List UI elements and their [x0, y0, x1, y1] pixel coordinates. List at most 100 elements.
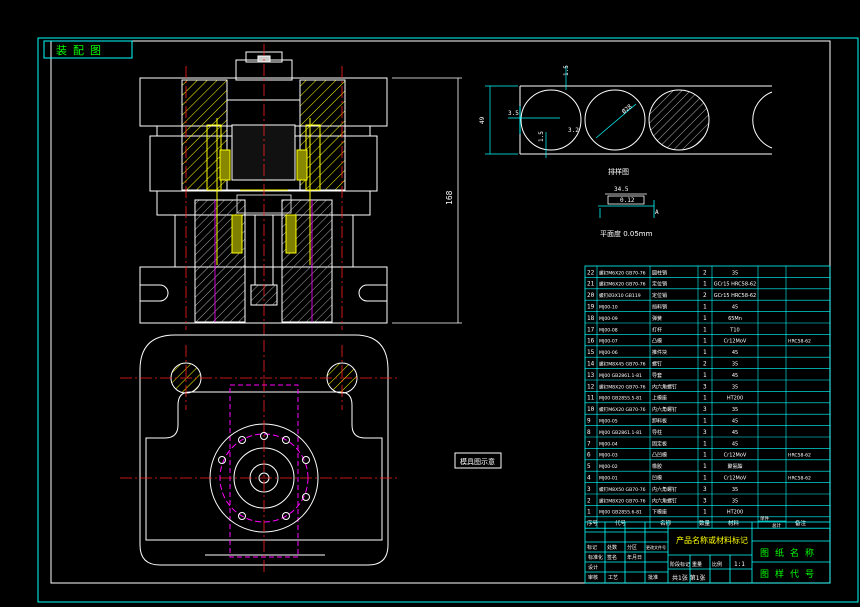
bom-cell-no: 8	[587, 429, 591, 436]
bom-cell-note: HRC58-62	[788, 339, 811, 345]
bom-cell-no: 22	[587, 269, 595, 276]
bom-cell-qty: 3	[703, 429, 707, 436]
bom-cell-name: 挡料销	[652, 304, 667, 311]
strip-dim-6: Ø28	[621, 103, 634, 116]
bom-cell-name: 推件块	[652, 349, 667, 356]
bom-header-cell: 材料	[728, 519, 740, 527]
bom-cell-qty: 3	[703, 383, 707, 390]
bom-cell-material: 45	[732, 430, 738, 436]
strip-dim-4: 1.5	[538, 131, 545, 142]
bom-header-cell: 数量	[699, 519, 711, 527]
bom-cell-no: 18	[587, 315, 595, 322]
bom-cell-code: 螺钉M6X20 GB70-76	[599, 281, 646, 288]
bom-cell-qty: 2	[703, 361, 707, 368]
bom-cell-name: 凸模	[652, 338, 662, 345]
bom-cell-code: 螺钉M8X20 GB70-76	[599, 383, 646, 390]
part-width-dim: 34.5	[614, 186, 629, 193]
bom-cell-material: 35	[732, 498, 738, 504]
title-block-sign-2: 处数	[607, 544, 617, 551]
strip-dimensions	[485, 66, 637, 158]
bom-cell-note: HRC58-62	[788, 476, 811, 482]
bom-cell-material: 35	[732, 384, 738, 390]
bom-cell-code: MJ00-05	[599, 419, 618, 425]
bom-cell-qty: 3	[703, 497, 707, 504]
bom-cell-name: 橡胶	[652, 463, 662, 470]
bom-cell-material: Cr12MoV	[724, 339, 747, 345]
bom-cell-material: GCr15 HRC58-62	[714, 282, 756, 288]
bom-cell-no: 17	[587, 326, 595, 333]
bom-cell-material: 45	[732, 373, 738, 379]
bom-cell-name: 上模座	[652, 395, 667, 402]
bom-cell-code: MJ00 GB2855.6-81	[599, 510, 642, 516]
bom-cell-name: 定位销	[652, 281, 667, 288]
bom-cell-code: MJ00-08	[599, 327, 618, 333]
bom-cell-qty: 1	[703, 418, 707, 425]
strip-dim-1: 1.5	[563, 65, 570, 76]
bom-cell-name: 内六角螺钉	[652, 497, 677, 504]
part-tolerance: 0.12	[620, 197, 635, 204]
bom-cell-qty: 1	[703, 463, 707, 470]
height-dimension-value: 168	[445, 190, 454, 205]
bom-cell-no: 21	[587, 281, 595, 288]
bom-cell-name: 凸凹模	[652, 452, 667, 459]
bom-cell-material: HT200	[727, 510, 743, 516]
bom-cell-no: 7	[587, 440, 591, 447]
outer-border	[37, 37, 859, 603]
title-block-std-3: 重量	[692, 561, 702, 568]
title-block-std-2: 阶段标记	[670, 561, 690, 568]
bom-cell-no: 10	[587, 406, 595, 413]
bom-cell-code: MJ00 GB2855.5-81	[599, 396, 642, 402]
title-block-sign-3: 分区	[627, 544, 637, 551]
bom-cell-code: MJ00-07	[599, 339, 618, 345]
bom-cell-code: MJ00-10	[599, 305, 618, 311]
top-label-box	[43, 40, 133, 59]
bom-cell-material: Cr12MoV	[724, 476, 747, 482]
bom-cell-name: 定位销	[652, 292, 667, 299]
bom-cell-no: 3	[587, 486, 591, 493]
title-block	[584, 521, 831, 584]
bom-cell-no: 16	[587, 338, 595, 345]
title-block-sheet: 共1张 第1张	[672, 574, 706, 582]
bom-cell-code: 螺钉M6X20 GB70-76	[599, 406, 646, 413]
inner-border	[50, 40, 831, 584]
bom-cell-material: 35	[732, 362, 738, 368]
bom-cell-name: 卸料板	[652, 418, 667, 425]
bom-cell-qty: 1	[703, 326, 707, 333]
bom-cell-name: 内六角螺钉	[652, 383, 677, 390]
bom-cell-no: 5	[587, 463, 591, 470]
bom-cell-code: MJ00 GB2861.1-81	[599, 373, 642, 379]
bom-cell-qty: 1	[703, 452, 707, 459]
bom-cell-material: 65Mn	[728, 316, 742, 322]
title-block-drawing-code: 图样代号	[760, 568, 820, 580]
title-block-main: 产品名称或材料标记	[676, 535, 748, 545]
bom-cell-name: 圆柱销	[652, 269, 667, 276]
title-block-std-4: 比例	[712, 561, 722, 568]
bom-cell-note: HRC58-62	[788, 453, 811, 459]
title-block-drawing-name: 图纸名称	[760, 547, 820, 559]
bom-cell-qty: 2	[703, 292, 707, 299]
bom-cell-code: MJ00-06	[599, 350, 618, 356]
front-section-view	[139, 51, 388, 324]
center-note: 模具图示意	[460, 457, 495, 466]
bom-cell-material: HT200	[727, 396, 743, 402]
bom-cell-code: MJ00-01	[599, 476, 618, 482]
bom-cell-qty: 3	[703, 406, 707, 413]
bom-header-cell: 代号	[615, 519, 627, 527]
bom-cell-material: 45	[732, 305, 738, 311]
bom-cell-code: 螺钉Ø3X10 GB119	[599, 292, 641, 299]
strip-dim-3: 3.5	[508, 110, 519, 117]
bom-cell-qty: 1	[703, 395, 707, 402]
bom-cell-no: 1	[587, 509, 591, 516]
bom-cell-code: 螺钉M6X20 GB70-76	[599, 269, 646, 276]
bom-cell-no: 9	[587, 418, 591, 425]
bom-cell-name: 螺钉	[652, 361, 662, 368]
screw-holes	[218, 432, 310, 520]
bom-cell-no: 6	[587, 452, 591, 459]
bom-header-cell: 序号	[587, 519, 599, 527]
title-block-sign-5: 签名	[607, 554, 617, 561]
bom-cell-qty: 1	[703, 440, 707, 447]
bom-cell-name: 凹模	[652, 475, 662, 482]
bom-cell-qty: 1	[703, 372, 707, 379]
